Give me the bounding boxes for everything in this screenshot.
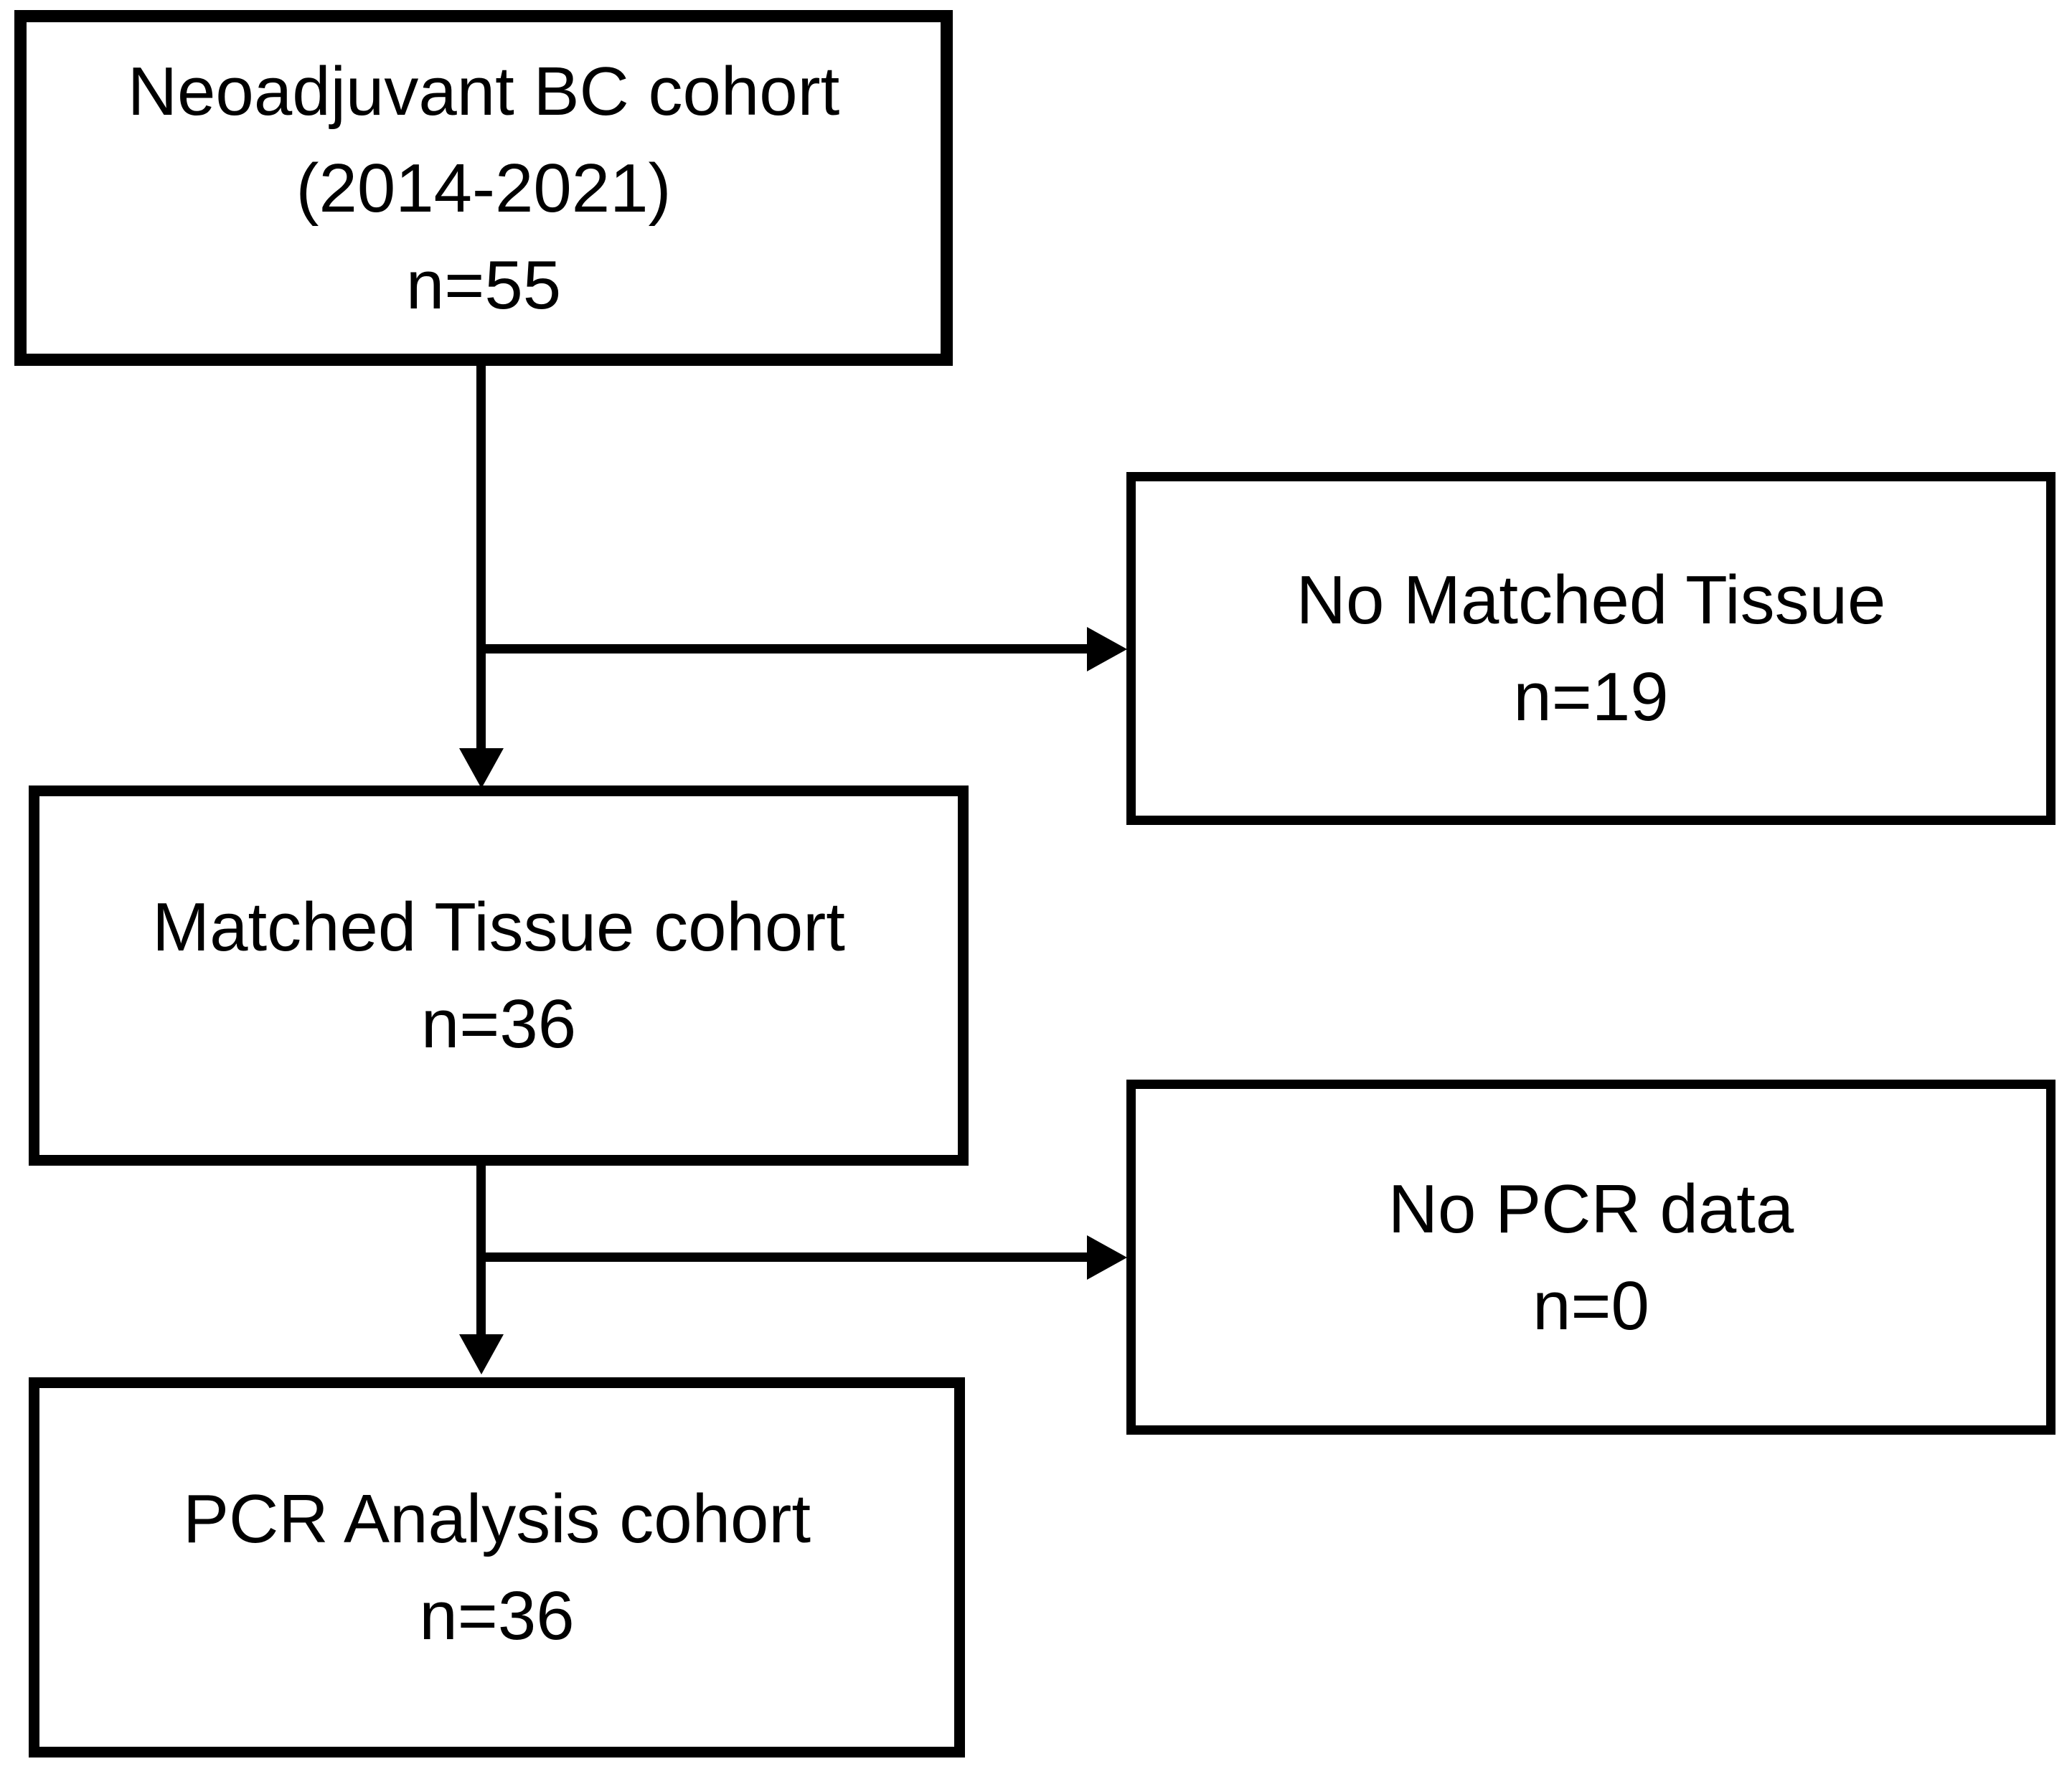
arrow-line-neoadjuvant-to-matched — [476, 364, 486, 750]
flow-box-pcr-analysis-cohort: PCR Analysis cohort n=36 — [29, 1377, 965, 1758]
arrow-line-branch-no-pcr — [476, 1252, 1087, 1262]
box-count: n=0 — [1532, 1267, 1649, 1344]
box-title: PCR Analysis cohort — [182, 1481, 811, 1557]
flow-box-neoadjuvant-cohort: Neoadjuvant BC cohort (2014-2021) n=55 — [14, 10, 953, 366]
flow-box-matched-tissue-cohort: Matched Tissue cohort n=36 — [29, 785, 969, 1166]
box-count: n=36 — [420, 986, 577, 1062]
flow-box-no-pcr-data: No PCR data n=0 — [1126, 1080, 2055, 1435]
box-title: Matched Tissue cohort — [152, 889, 845, 966]
box-title: Neoadjuvant BC cohort — [127, 52, 840, 130]
box-title: No PCR data — [1388, 1170, 1794, 1247]
box-title: No Matched Tissue — [1296, 562, 1886, 638]
arrow-head-down-icon — [459, 748, 504, 788]
arrow-head-right-icon — [1087, 1235, 1127, 1280]
box-years: (2014-2021) — [296, 149, 672, 227]
arrow-line-branch-no-matched — [476, 644, 1087, 654]
flow-box-no-matched-tissue: No Matched Tissue n=19 — [1126, 472, 2055, 825]
arrow-head-right-icon — [1087, 627, 1127, 671]
box-count: n=36 — [419, 1577, 575, 1654]
arrow-head-down-icon — [459, 1334, 504, 1374]
box-count: n=55 — [405, 246, 562, 324]
box-count: n=19 — [1513, 659, 1669, 735]
arrow-line-matched-to-pcr — [476, 1164, 486, 1336]
